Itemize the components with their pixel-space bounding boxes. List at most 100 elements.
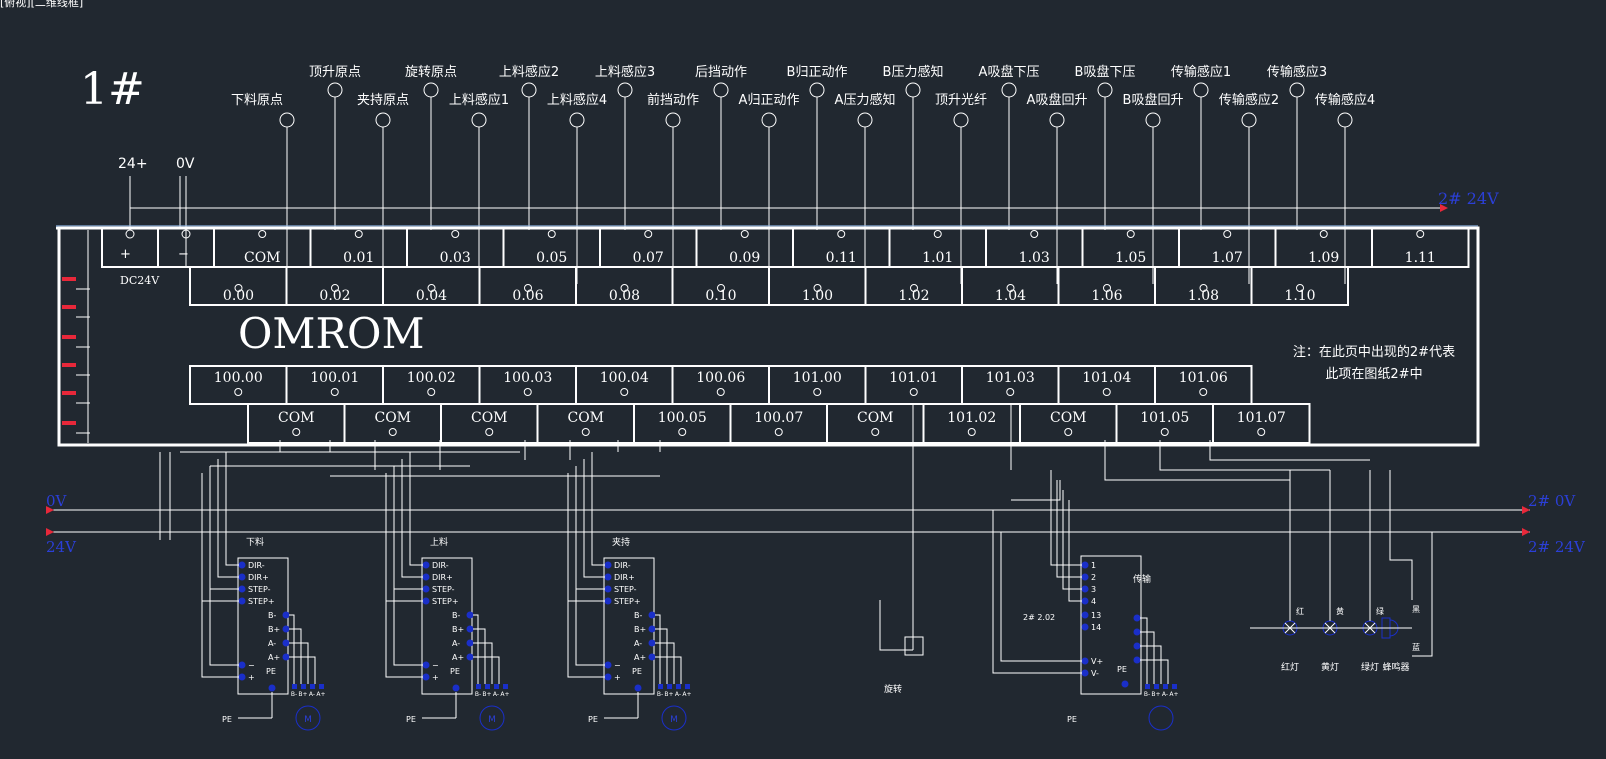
sensor-label: 上料感应2 <box>499 64 559 80</box>
driver-pin-terminal <box>238 573 246 581</box>
top-24v-label: 2# 24V <box>1438 189 1499 208</box>
sensor-inputs: 下料原点顶升原点夹持原点旋转原点上料感应1上料感应2上料感应4上料感应3前挡动作… <box>231 64 1375 284</box>
driver-box <box>421 557 473 695</box>
transfer-pin-terminal <box>1081 669 1089 677</box>
transfer-pe-terminal <box>1121 680 1129 688</box>
motor-phase-wire <box>289 642 309 684</box>
driver-pin-label: B+ <box>452 625 464 634</box>
output-bottom-label: 100.05 <box>658 410 707 426</box>
plc-marker-3 <box>62 363 76 367</box>
sensor-label: 旋转原点 <box>405 65 457 80</box>
driver-pin-terminal <box>422 561 430 569</box>
sensor-terminal <box>761 112 777 128</box>
transfer-vplus-wire <box>1000 532 1082 662</box>
output-bottom-label: COM <box>857 410 894 426</box>
driver-pin-label: − <box>248 661 255 670</box>
driver-pin-label: DIR+ <box>432 573 453 582</box>
indicator-top-label: 黄 <box>1336 606 1344 616</box>
output-bottom-label: 101.07 <box>1237 410 1286 426</box>
driver-title: 上料 <box>430 536 448 548</box>
buzzer-return-wire <box>1412 532 1433 657</box>
transfer-pin-terminal <box>1081 561 1089 569</box>
driver-pin-terminal <box>238 597 246 605</box>
output-bottom-cell <box>1212 403 1311 444</box>
output-top-terminal <box>909 388 918 396</box>
driver-pe-ground-label: PE <box>588 715 598 724</box>
transfer-motor-pin <box>1145 684 1150 689</box>
plc-marker-0 <box>62 277 76 281</box>
sensor-label: 上料感应4 <box>547 92 607 108</box>
output-bottom-label: 101.02 <box>947 410 996 426</box>
input-top-terminal <box>837 230 846 238</box>
input-top-terminal <box>740 230 749 238</box>
driver-pin-label: B- <box>452 611 460 620</box>
rotate-valve-box <box>904 636 924 656</box>
output-bottom-terminal <box>678 428 687 436</box>
output-bottom-terminal <box>1064 428 1073 436</box>
viewport-title[interactable]: [俯视][二维线框] <box>0 0 84 9</box>
driver-pin-label: + <box>614 673 621 682</box>
input-top-label: 0.05 <box>536 250 567 266</box>
transfer-side-label: 2# 2.02 <box>1023 613 1055 622</box>
bus-0v-arrow-left <box>46 506 54 514</box>
driver-pin-terminal <box>422 661 430 669</box>
driver-pin-terminal <box>238 561 246 569</box>
output-bottom-terminal <box>388 428 397 436</box>
transfer-motor-pin <box>1154 684 1159 689</box>
input-top-terminal <box>933 230 942 238</box>
driver-pin-label: A- <box>452 639 460 648</box>
driver-pin-terminal <box>238 673 246 681</box>
driver-pin-label: DIR+ <box>614 573 635 582</box>
driver-signal-wire <box>225 452 239 566</box>
output-bottom-terminal <box>871 428 880 436</box>
driver-pin-label: A+ <box>268 653 280 662</box>
driver-minus-wire <box>393 532 423 666</box>
input-top-terminal <box>354 230 363 238</box>
input-bottom-terminal <box>910 284 918 292</box>
output-top-terminal <box>1006 388 1015 396</box>
driver-signal-wire <box>575 466 605 590</box>
dc-minus-terminal <box>181 229 191 239</box>
output-bottom-label: COM <box>278 410 315 426</box>
driver-pin-label: STEP+ <box>248 597 275 606</box>
motor-pin-terminal <box>319 684 324 689</box>
input-top-label: 0.07 <box>633 250 664 266</box>
sensor-label: 后挡动作 <box>695 65 747 80</box>
buzzer-symbol <box>1389 619 1399 637</box>
driver-pin-label: DIR- <box>614 561 631 570</box>
sensor-terminal <box>1145 112 1161 128</box>
driver-title: 夹持 <box>612 536 630 548</box>
input-top-terminal <box>451 230 460 238</box>
transfer-phase-wire <box>1140 631 1155 684</box>
top-24v-arrow <box>1440 204 1448 212</box>
power-24-label: 24+ <box>118 156 148 172</box>
output-bottom-terminal <box>1160 428 1169 436</box>
transfer-motor-pin <box>1163 684 1168 689</box>
buzzer-term-2: 蓝 <box>1412 642 1420 652</box>
driver-pin-terminal <box>238 585 246 593</box>
driver-pin-label: STEP+ <box>614 597 641 606</box>
driver-pin-label: DIR+ <box>248 573 269 582</box>
driver-pe-ground-label: PE <box>406 715 416 724</box>
transfer-driver-title: 传输 <box>1133 573 1151 585</box>
driver-pin-terminal <box>604 561 612 569</box>
transfer-pin-label: 4 <box>1091 597 1096 606</box>
note-line-2: 此项在图纸2#中 <box>1325 367 1422 382</box>
output-top-label: 100.02 <box>407 370 456 386</box>
input-bottom-terminal <box>331 284 339 292</box>
sensor-terminal <box>809 82 825 98</box>
transfer-signal-wire <box>1056 480 1082 578</box>
transfer-up-2 <box>1011 480 1061 501</box>
dc-plus-sign: + <box>120 247 131 262</box>
bus-24v-right-label: 2# 24V <box>1528 538 1586 556</box>
sensor-label: 下料原点 <box>231 93 283 108</box>
driver-pin-label: A+ <box>634 653 646 662</box>
output-top-terminal <box>813 388 822 396</box>
output-top-terminal <box>427 388 436 396</box>
input-top-label: 1.09 <box>1308 250 1339 266</box>
input-bottom-label: 1.02 <box>898 288 929 304</box>
motor-pin-label: B+ <box>298 691 307 698</box>
motor-letter: M <box>488 715 496 725</box>
driver-pin-terminal <box>648 639 656 647</box>
output-top-terminal <box>1102 388 1111 396</box>
